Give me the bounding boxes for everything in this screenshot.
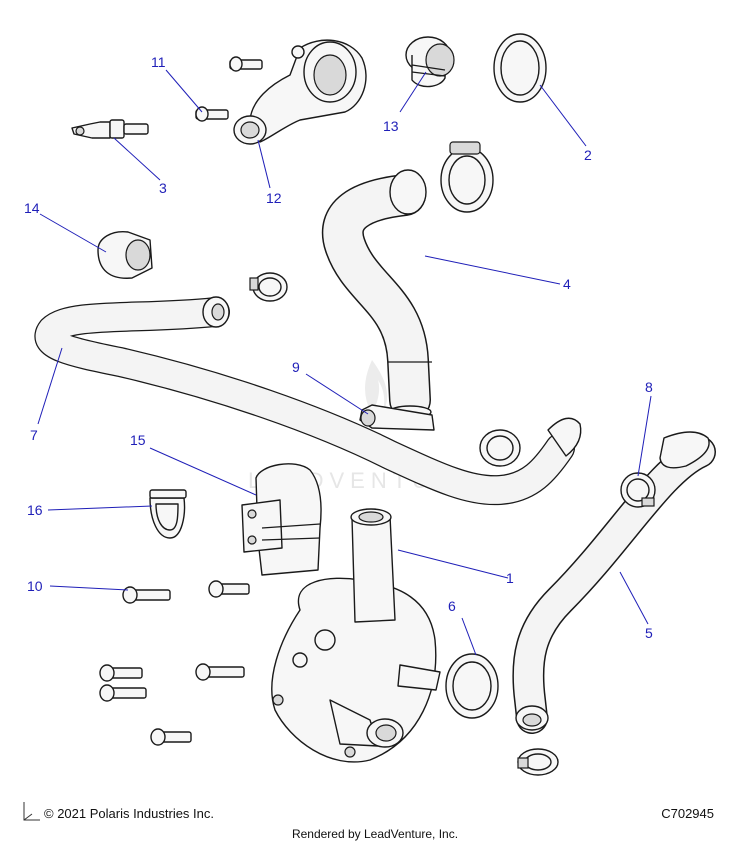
axis-indicator-icon xyxy=(23,802,40,821)
part-11-bolts xyxy=(195,56,263,122)
callout-13: 13 xyxy=(383,118,399,134)
callout-4: 4 xyxy=(563,276,571,292)
callout-14: 14 xyxy=(24,200,40,216)
hose-clamp-upper xyxy=(440,141,494,213)
callout-15: 15 xyxy=(130,432,146,448)
part-13-thermostat xyxy=(405,36,455,88)
part-9-hose-clamp xyxy=(359,404,435,431)
hose-clamp-lower xyxy=(517,748,559,776)
callout-3: 3 xyxy=(159,180,167,196)
callout-5: 5 xyxy=(645,625,653,641)
callout-10: 10 xyxy=(27,578,43,594)
callout-8: 8 xyxy=(645,379,653,395)
part-1-water-pump xyxy=(271,508,441,763)
part-4-hose xyxy=(321,169,432,421)
callout-2: 2 xyxy=(584,147,592,163)
part-6-gasket xyxy=(445,653,499,719)
part-8-hose-clamp xyxy=(620,472,656,508)
part-5-hose xyxy=(512,431,716,734)
rendered-by-text: Rendered by LeadVenture, Inc. xyxy=(291,827,459,841)
callout-6: 6 xyxy=(448,598,456,614)
hose-clamp-small-upper xyxy=(249,272,288,302)
copyright-text: © 2021 Polaris Industries Inc. xyxy=(44,806,214,821)
callout-labels: 1 2 3 4 5 6 7 8 9 10 11 12 13 14 15 16 xyxy=(24,54,653,641)
callout-16: 16 xyxy=(27,502,43,518)
part-2-o-ring xyxy=(493,33,547,103)
part-3-temperature-sensor xyxy=(71,119,149,139)
diagram-code: C702945 xyxy=(661,806,714,821)
leader-lines xyxy=(37,69,652,656)
callout-11: 11 xyxy=(151,54,166,70)
callout-12: 12 xyxy=(266,190,282,206)
callout-9: 9 xyxy=(292,359,300,375)
callout-7: 7 xyxy=(30,427,38,443)
part-7-hose xyxy=(34,296,582,506)
hose-clamp-middle xyxy=(479,429,521,467)
part-15-elbow xyxy=(241,463,322,576)
callout-1: 1 xyxy=(506,570,514,586)
part-16-band-clamp xyxy=(149,489,187,539)
part-10-bolts xyxy=(99,580,250,746)
part-12-thermostat-housing xyxy=(233,39,367,145)
part-14-connector xyxy=(97,231,153,279)
